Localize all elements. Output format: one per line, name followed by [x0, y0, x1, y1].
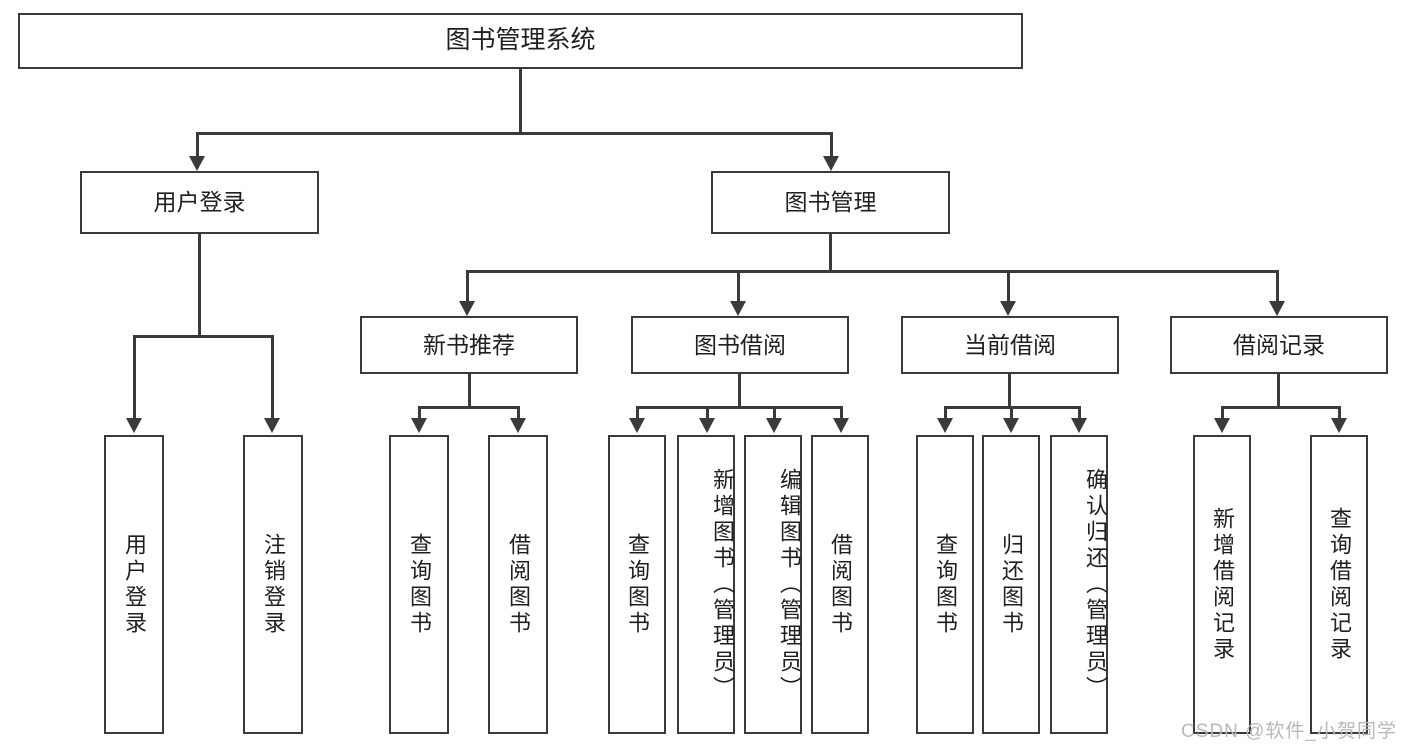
arrow-current-borrow-to-leaf-2 [1003, 418, 1019, 433]
arrow-book-borrow-to-leaf-3 [766, 418, 782, 433]
connector-book-borrow-to-leaf-1 [636, 406, 639, 420]
leaf-confirm-return-admin[interactable]: 确认归还（管理员） [1050, 435, 1108, 734]
connector-borrow-record-stem [1277, 374, 1280, 406]
connector-root-to-book-manage [830, 132, 833, 158]
arrow-borrow-record-to-leaf-1 [1214, 418, 1230, 433]
connector-root-stem [519, 69, 522, 132]
connector-borrow-record-to-leaf-2 [1338, 406, 1341, 420]
node-book-borrow[interactable]: 图书借阅 [631, 316, 849, 374]
leaf-user-logout[interactable]: 注销登录 [243, 435, 303, 734]
leaf-borrow-book-new-recommend[interactable]: 借阅图书 [488, 435, 548, 734]
connector-book-manage-bar [466, 270, 1276, 273]
node-borrow-record[interactable]: 借阅记录 [1170, 316, 1388, 374]
node-current-borrow[interactable]: 当前借阅 [901, 316, 1119, 374]
connector-book-borrow-to-leaf-3 [773, 406, 776, 420]
node-new-book-recommend[interactable]: 新书推荐 [360, 316, 578, 374]
arrow-new-book-to-leaf-1 [411, 418, 427, 433]
leaf-query-book-borrow[interactable]: 查询图书 [608, 435, 666, 734]
node-user-login[interactable]: 用户登录 [80, 171, 319, 234]
leaf-borrow-book[interactable]: 借阅图书 [811, 435, 869, 734]
arrow-borrow-record-to-leaf-2 [1331, 418, 1347, 433]
arrow-root-to-book-manage [823, 156, 839, 171]
arrow-root-to-user-login [189, 156, 205, 171]
connector-root-to-user-login [196, 132, 199, 158]
leaf-return-book[interactable]: 归还图书 [982, 435, 1040, 734]
node-book-manage[interactable]: 图书管理 [711, 171, 950, 234]
connector-borrow-record-bar [1221, 406, 1341, 409]
arrow-book-manage-to-borrow-record [1269, 301, 1285, 316]
arrow-current-borrow-to-leaf-3 [1071, 418, 1087, 433]
connector-new-book-bar [418, 406, 520, 409]
arrow-book-borrow-to-leaf-4 [833, 418, 849, 433]
leaf-edit-book-admin[interactable]: 编辑图书（管理员） [744, 435, 802, 734]
connector-book-manage-to-current-borrow [1007, 270, 1010, 303]
arrow-book-borrow-to-leaf-2 [699, 418, 715, 433]
connector-book-manage-to-new-book [466, 270, 469, 303]
connector-book-borrow-to-leaf-2 [706, 406, 709, 420]
connector-current-borrow-stem [1008, 374, 1011, 406]
leaf-query-book-current[interactable]: 查询图书 [916, 435, 974, 734]
leaf-query-borrow-record[interactable]: 查询借阅记录 [1310, 435, 1368, 734]
connector-new-book-stem [468, 374, 471, 406]
leaf-add-book-admin[interactable]: 新增图书（管理员） [677, 435, 735, 734]
connector-borrow-record-to-leaf-1 [1221, 406, 1224, 420]
connector-book-borrow-bar [636, 406, 842, 409]
connector-new-book-to-leaf-1 [418, 406, 421, 420]
arrow-book-borrow-to-leaf-1 [629, 418, 645, 433]
connector-book-manage-to-book-borrow [737, 270, 740, 303]
connector-user-login-stem [198, 234, 201, 335]
leaf-user-login[interactable]: 用户登录 [104, 435, 164, 734]
connector-user-login-to-leaf-2 [271, 335, 274, 420]
connector-current-borrow-to-leaf-3 [1078, 406, 1081, 420]
connector-user-login-to-leaf-1 [133, 335, 136, 420]
connector-book-borrow-to-leaf-4 [840, 406, 843, 420]
connector-book-manage-to-borrow-record [1276, 270, 1279, 303]
connector-user-login-bar [133, 335, 274, 338]
arrow-book-manage-to-new-book [459, 301, 475, 316]
connector-current-borrow-to-leaf-1 [944, 406, 947, 420]
connector-root-bar [196, 132, 833, 135]
node-root-book-management-system[interactable]: 图书管理系统 [18, 13, 1023, 69]
connector-book-manage-stem [829, 234, 832, 270]
connector-book-borrow-stem [738, 374, 741, 406]
arrow-book-manage-to-book-borrow [730, 301, 746, 316]
arrow-current-borrow-to-leaf-1 [937, 418, 953, 433]
leaf-query-book-new-recommend[interactable]: 查询图书 [389, 435, 449, 734]
arrow-user-login-to-leaf-1 [126, 418, 142, 433]
connector-current-borrow-to-leaf-2 [1010, 406, 1013, 420]
arrow-book-manage-to-current-borrow [1000, 301, 1016, 316]
connector-new-book-to-leaf-2 [517, 406, 520, 420]
arrow-new-book-to-leaf-2 [510, 418, 526, 433]
leaf-add-borrow-record[interactable]: 新增借阅记录 [1193, 435, 1251, 734]
arrow-user-login-to-leaf-2 [264, 418, 280, 433]
